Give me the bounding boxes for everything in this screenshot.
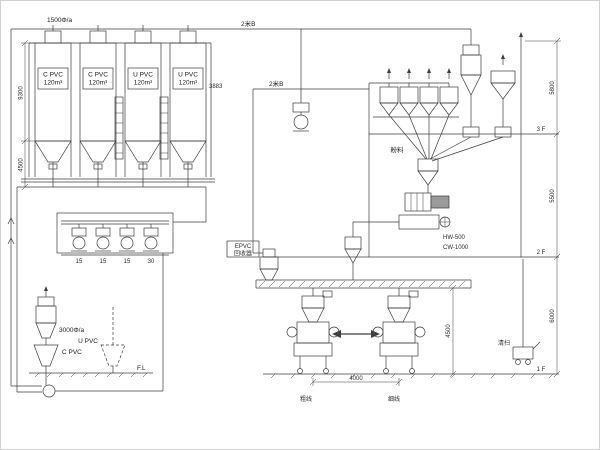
silo-1-capacity: 120m³ bbox=[44, 80, 63, 87]
silo-3: U PVC 120m³ bbox=[124, 25, 162, 187]
ground-floor bbox=[263, 373, 559, 379]
silo-4-capacity: 120m³ bbox=[179, 80, 198, 87]
silo-3-capacity: 120m³ bbox=[134, 80, 153, 87]
day-bin-4 bbox=[430, 68, 459, 160]
line-label-left: 粗线 bbox=[300, 395, 312, 403]
cooling-mixer-model: CW-1000 bbox=[443, 245, 469, 251]
tower-cyclone bbox=[429, 29, 482, 160]
weigh-hopper: 粉料 bbox=[391, 145, 439, 193]
flow-rate-top: 1500Φ/a bbox=[47, 17, 72, 24]
right-dimensions: 5800 5500 6000 3 F 2 F 1 F bbox=[525, 37, 561, 378]
pipe-label-mid: 2米B bbox=[269, 79, 283, 88]
small-upvc-label: U PVC bbox=[78, 338, 98, 345]
silo-2-capacity: 120m³ bbox=[89, 80, 108, 87]
pipe-label-top: 2米B bbox=[241, 19, 255, 28]
cleaner-label: 清扫 bbox=[498, 339, 510, 347]
silo-diameter-dim: 3883 bbox=[209, 84, 223, 90]
small-cpvc-label: C PVC bbox=[62, 349, 82, 356]
cleaner-unit: 清扫 bbox=[498, 259, 541, 365]
dim-6000: 6000 bbox=[550, 309, 556, 323]
flow-rate-lower: 3000Φ/a bbox=[59, 327, 84, 334]
dim-4500-right: 4500 bbox=[446, 324, 452, 338]
blower-4 bbox=[143, 224, 159, 252]
blower-1-power: 15 bbox=[76, 259, 83, 265]
dim-5500: 5500 bbox=[550, 189, 556, 203]
additive-hopper bbox=[431, 54, 516, 162]
weigh-label: 粉料 bbox=[391, 145, 405, 154]
blower-2-power: 15 bbox=[100, 259, 107, 265]
silo-4: U PVC 120m³ 3883 bbox=[169, 25, 223, 187]
line-label-right: 细线 bbox=[388, 395, 400, 403]
blower-3 bbox=[119, 224, 135, 252]
silo-3-name: U PVC bbox=[133, 72, 153, 79]
floor-level-label: F.L bbox=[137, 365, 146, 372]
station-dimensions: 4000 4500 粗线 细线 bbox=[300, 284, 457, 403]
silo-1-name: C PVC bbox=[43, 72, 63, 79]
silo-2-name: C PVC bbox=[88, 72, 108, 79]
blower-room: 15 15 15 30 bbox=[56, 187, 207, 265]
blower-4-power: 30 bbox=[148, 259, 155, 265]
loading-station-2 bbox=[372, 288, 426, 374]
blower-2 bbox=[95, 224, 111, 252]
loading-station-1 bbox=[286, 288, 340, 374]
screw-conveyor bbox=[255, 279, 472, 289]
shuttle-arrow bbox=[332, 330, 380, 338]
mixing-tower: 粉料 HW-500 CW-1000 bbox=[263, 29, 559, 280]
dim-9300: 9300 bbox=[19, 86, 25, 100]
dim-4000: 4000 bbox=[349, 376, 363, 382]
silo-1: C PVC 120m³ bbox=[34, 25, 72, 187]
epvc-recycler: EPVC 回收器 bbox=[226, 240, 279, 281]
hot-mixer-model: HW-500 bbox=[443, 235, 466, 241]
blower-3-power: 15 bbox=[124, 259, 131, 265]
blower-1 bbox=[71, 224, 87, 252]
day-bin-3 bbox=[419, 68, 439, 159]
silo-4-name: U PVC bbox=[178, 72, 198, 79]
day-bin-1 bbox=[379, 68, 427, 160]
dim-4500-left: 4500 bbox=[19, 158, 25, 172]
silo-2: C PVC 120m³ bbox=[79, 25, 117, 187]
floor-3-label: 3 F bbox=[537, 127, 546, 133]
floor-1-label: 1 F bbox=[537, 367, 546, 373]
conveying-pipes-top: 2米B 2米B 1500Φ/a bbox=[7, 17, 471, 393]
hot-mixer bbox=[404, 192, 450, 212]
left-dimensions: 9300 4500 bbox=[19, 39, 35, 191]
small-dosing-plant: 3000Φ/a C PVC U PVC F.L bbox=[29, 253, 164, 398]
feeder-cyclone bbox=[344, 236, 362, 280]
day-bin-2 bbox=[399, 68, 428, 160]
recycler-label-2: 回收器 bbox=[234, 250, 252, 258]
floor-2-label: 2 F bbox=[537, 250, 546, 256]
cooling-mixer bbox=[398, 214, 451, 230]
dim-5800: 5800 bbox=[550, 81, 556, 95]
recycler-label-1: EPVC bbox=[235, 244, 252, 250]
